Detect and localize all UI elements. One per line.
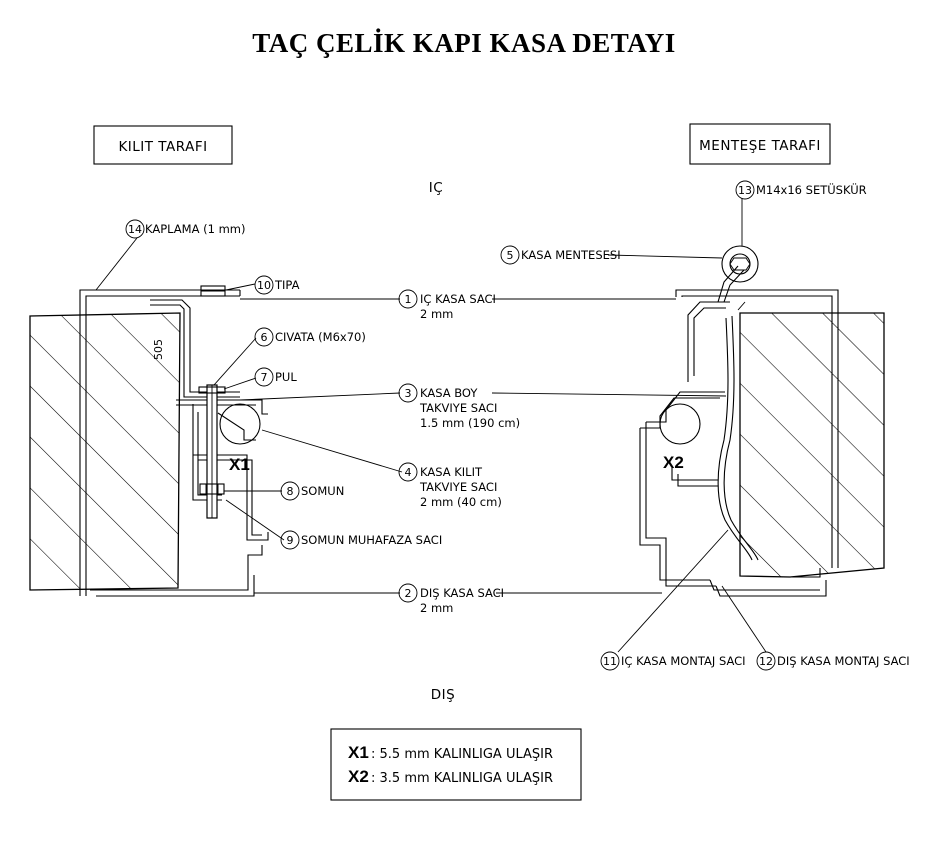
svg-text:3: 3	[405, 387, 412, 400]
callout-2: 2 DIŞ KASA SACI 2 mm	[398, 583, 504, 615]
callout-13: 13 M14x16 SETÜSKÜR	[735, 180, 867, 200]
hinge-side-section: X2	[639, 245, 885, 597]
thickness-legend: X1 : 5.5 mm KALINLIGA ULAŞIR X2 : 3.5 mm…	[330, 728, 582, 801]
svg-text:11: 11	[603, 655, 617, 668]
hinge-wall-hatch	[739, 312, 885, 578]
legend-x1-text: : 5.5 mm KALINLIGA ULAŞIR	[371, 747, 553, 762]
svg-text:M14x16 SETÜSKÜR: M14x16 SETÜSKÜR	[756, 181, 867, 197]
callout-6: 6 CIVATA (M6x70)	[254, 327, 366, 347]
callout-5: 5 KASA MENTESESI	[500, 245, 621, 265]
svg-text:6: 6	[261, 331, 268, 344]
callout-8: 8 SOMUN	[280, 481, 344, 501]
x1-detail-label: X1	[229, 455, 250, 474]
callout-14: 14 KAPLAMA (1 mm)	[125, 219, 245, 239]
lock-side-label: KILIT TARAFI	[118, 139, 207, 155]
svg-text:1: 1	[405, 293, 412, 306]
legend-x2-key: X2	[348, 767, 369, 786]
svg-text:SOMUN: SOMUN	[301, 484, 344, 498]
svg-text:2: 2	[405, 587, 412, 600]
hinge-side-label: MENTEŞE TARAFI	[699, 138, 821, 154]
drawing-title: TAÇ ÇELİK KAPI KASA DETAYI	[252, 28, 676, 58]
svg-text:SOMUN MUHAFAZA SACI: SOMUN MUHAFAZA SACI	[301, 533, 442, 547]
svg-text:TAKVIYE SACI: TAKVIYE SACI	[419, 401, 497, 415]
callout-12: 12 DIŞ KASA MONTAJ SACI	[756, 651, 910, 671]
svg-text:IÇ KASA SACI: IÇ KASA SACI	[420, 292, 496, 306]
callout-10: 10 TIPA	[254, 275, 300, 295]
svg-text:KASA MENTESESI: KASA MENTESESI	[521, 248, 621, 262]
callout-9: 9 SOMUN MUHAFAZA SACI	[280, 530, 442, 550]
svg-text:2 mm (40 cm): 2 mm (40 cm)	[420, 495, 502, 509]
svg-text:7: 7	[261, 371, 268, 384]
lock-side-box: KILIT TARAFI	[93, 125, 233, 165]
svg-text:KASA BOY: KASA BOY	[420, 386, 478, 400]
svg-text:10: 10	[257, 279, 271, 292]
svg-text:DIŞ KASA MONTAJ SACI: DIŞ KASA MONTAJ SACI	[777, 654, 910, 668]
lock-wall-hatch	[29, 312, 181, 591]
svg-text:2 mm: 2 mm	[420, 601, 453, 615]
callout-11: 11 IÇ KASA MONTAJ SACI	[600, 651, 746, 671]
svg-text:8: 8	[287, 485, 294, 498]
svg-text:13: 13	[738, 184, 752, 197]
callout-4: 4 KASA KILIT TAKVIYE SACI 2 mm (40 cm)	[398, 462, 502, 509]
svg-text:14: 14	[128, 223, 142, 236]
svg-text:KASA KILIT: KASA KILIT	[420, 465, 483, 479]
lock-dim-label: 505	[152, 339, 165, 360]
svg-text:12: 12	[759, 655, 773, 668]
svg-text:PUL: PUL	[275, 370, 297, 384]
svg-text:DIŞ KASA SACI: DIŞ KASA SACI	[420, 586, 504, 600]
lock-side-section: X1 505	[29, 285, 269, 597]
svg-text:IÇ KASA MONTAJ SACI: IÇ KASA MONTAJ SACI	[621, 654, 746, 668]
svg-text:KAPLAMA (1 mm): KAPLAMA (1 mm)	[145, 222, 245, 236]
legend-x1-key: X1	[348, 743, 369, 762]
legend-x2-text: : 3.5 mm KALINLIGA ULAŞIR	[371, 771, 553, 786]
svg-text:2 mm: 2 mm	[420, 307, 453, 321]
callout-1: 1 IÇ KASA SACI 2 mm	[398, 289, 496, 321]
svg-text:9: 9	[287, 534, 294, 547]
inside-zone-label: IÇ	[429, 180, 443, 196]
svg-text:CIVATA (M6x70): CIVATA (M6x70)	[275, 330, 366, 344]
leader-lines	[95, 198, 767, 653]
svg-text:1.5 mm (190 cm): 1.5 mm (190 cm)	[420, 416, 520, 430]
svg-text:5: 5	[507, 249, 514, 262]
outside-zone-label: DIŞ	[431, 687, 455, 703]
svg-text:4: 4	[405, 466, 412, 479]
callout-3: 3 KASA BOY TAKVIYE SACI 1.5 mm (190 cm)	[398, 383, 520, 430]
svg-text:TAKVIYE SACI: TAKVIYE SACI	[419, 480, 497, 494]
callout-7: 7 PUL	[254, 367, 297, 387]
hinge-side-box: MENTEŞE TARAFI	[689, 123, 831, 165]
x2-detail-label: X2	[663, 453, 684, 472]
svg-text:TIPA: TIPA	[274, 278, 300, 292]
